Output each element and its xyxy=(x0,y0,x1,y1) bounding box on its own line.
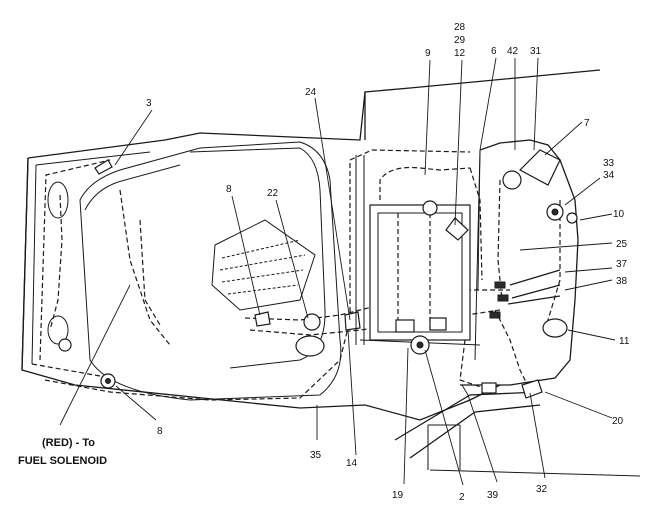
callout-34: 34 xyxy=(603,170,615,181)
callout-9: 9 xyxy=(425,48,431,59)
callout-33: 33 xyxy=(603,158,615,169)
callout-10: 10 xyxy=(613,209,625,220)
callout-31: 31 xyxy=(530,46,542,57)
callout-3: 3 xyxy=(146,98,152,109)
caption-line-1: (RED) - To xyxy=(42,437,95,449)
callout-12: 12 xyxy=(454,48,466,59)
callout-7: 7 xyxy=(584,118,590,129)
callout-8-lower: 8 xyxy=(157,426,163,437)
callout-22: 22 xyxy=(267,188,279,199)
callout-labels: 3 24 9 28 29 12 6 42 31 7 33 34 10 25 37… xyxy=(146,22,630,503)
callout-14: 14 xyxy=(346,458,358,469)
components xyxy=(47,149,578,399)
callout-38: 38 xyxy=(616,276,628,287)
callout-39: 39 xyxy=(487,490,499,501)
callout-8-upper: 8 xyxy=(226,184,232,195)
callout-37: 37 xyxy=(616,259,628,270)
callout-32: 32 xyxy=(536,484,548,495)
callout-42: 42 xyxy=(507,46,519,57)
wire-harness xyxy=(39,149,561,401)
callout-11: 11 xyxy=(619,336,630,347)
callout-35: 35 xyxy=(310,450,322,461)
fuel-solenoid-caption: (RED) - To FUEL SOLENOID xyxy=(18,437,107,467)
callout-29: 29 xyxy=(454,35,466,46)
callout-24: 24 xyxy=(305,87,317,98)
callout-6: 6 xyxy=(491,46,497,57)
callout-2: 2 xyxy=(459,492,465,503)
callout-28: 28 xyxy=(454,22,466,33)
callout-25: 25 xyxy=(616,239,628,250)
engine-shroud xyxy=(79,141,342,401)
caption-line-2: FUEL SOLENOID xyxy=(18,455,107,467)
callout-20: 20 xyxy=(612,416,624,427)
chassis-frame xyxy=(21,69,641,477)
leader-lines xyxy=(59,57,616,486)
callout-19: 19 xyxy=(392,490,404,501)
